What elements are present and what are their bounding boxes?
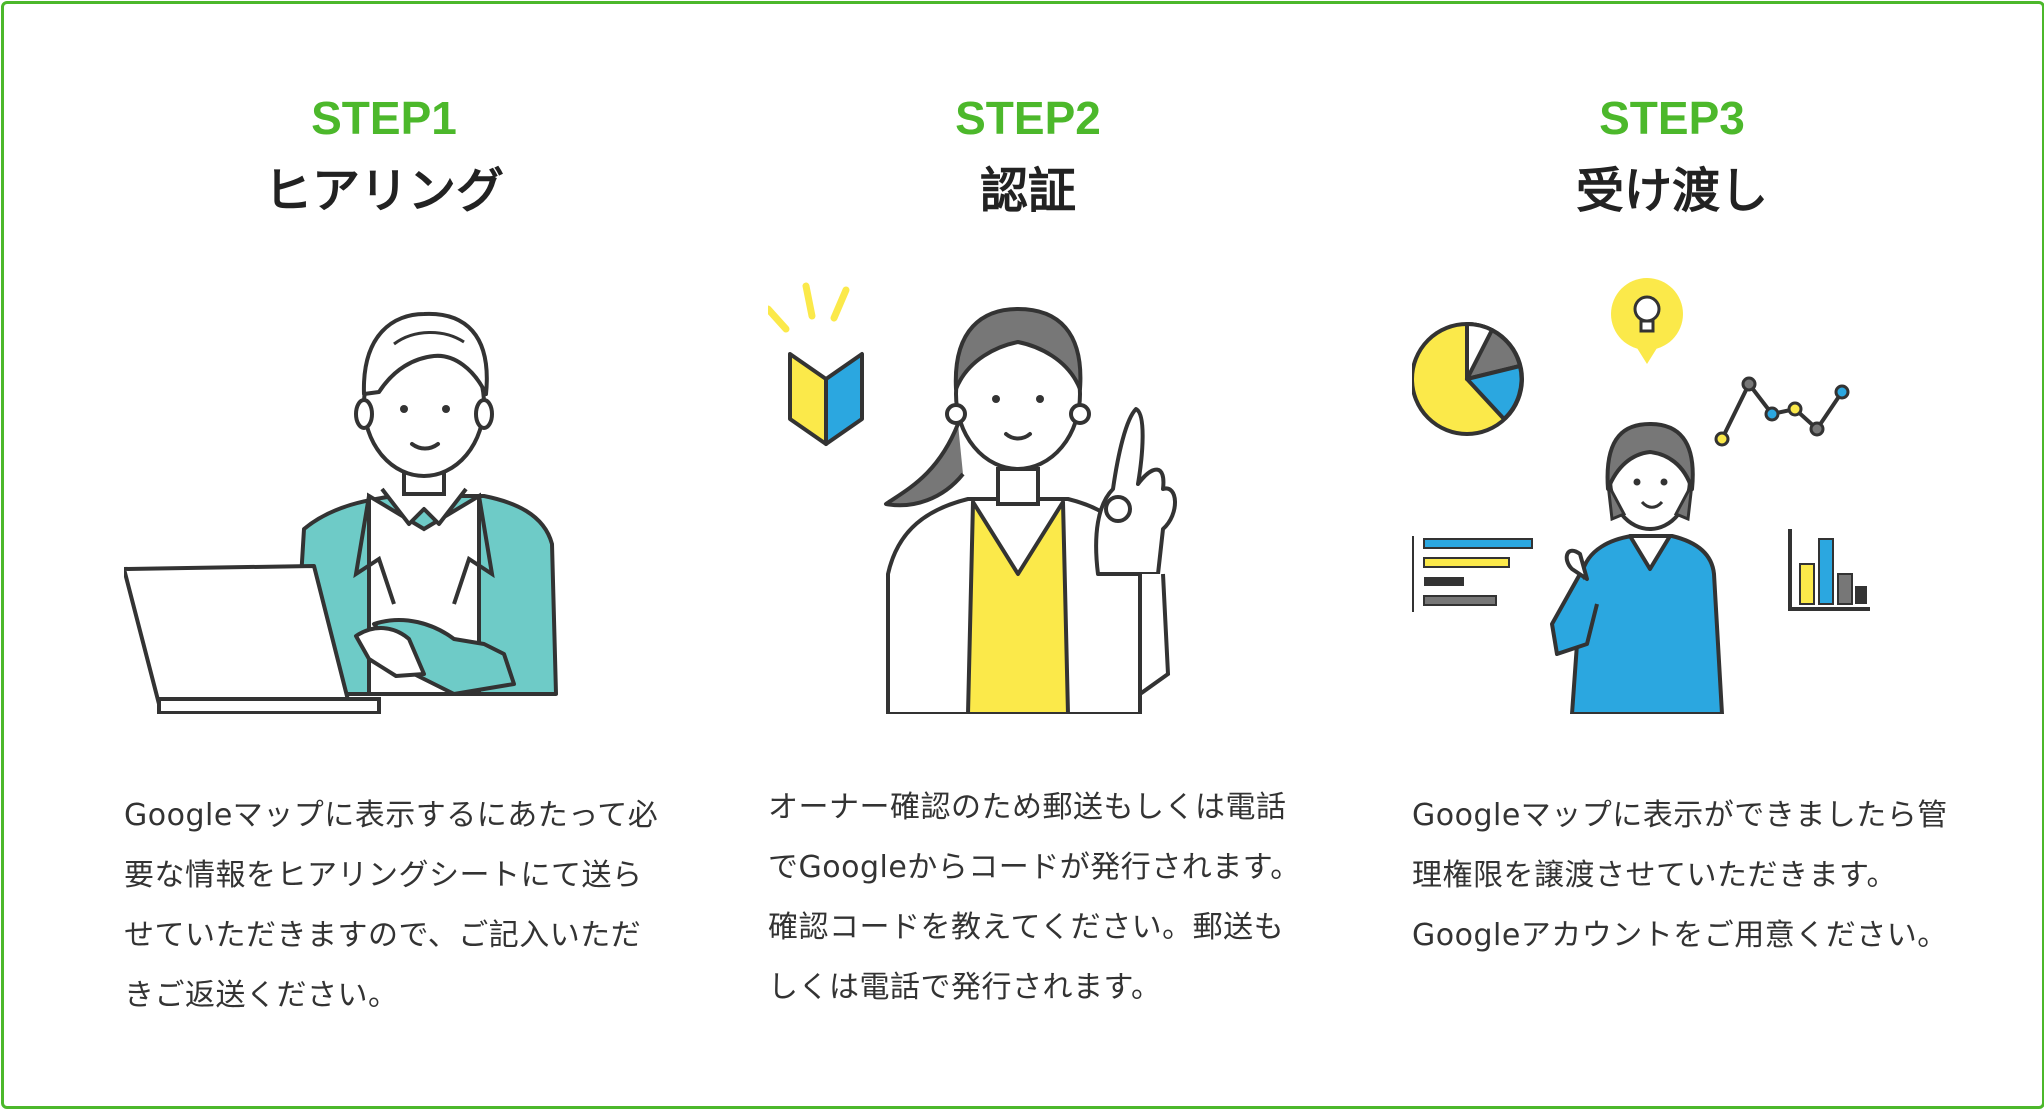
lightbulb-icon xyxy=(1611,278,1683,364)
pie-chart-icon xyxy=(1412,321,1524,436)
step-label: STEP2 xyxy=(955,92,1101,144)
step-title: 受け渡し xyxy=(1575,163,1768,219)
step-description: Googleマップに表示するにあたって必要な情報をヒアリングシートにて送らせてい… xyxy=(124,798,659,1013)
step-title: ヒアリング xyxy=(263,163,504,219)
businesswoman-charts-illustration xyxy=(1412,278,1870,714)
horizontal-bar-chart-icon xyxy=(1412,536,1533,612)
person-ok-sign-illustration xyxy=(768,282,1177,714)
step-label: STEP1 xyxy=(311,92,457,144)
step-description: Googleマップに表示ができましたら管理権限を譲渡させていただきます。Goog… xyxy=(1412,798,1948,953)
step-label: STEP3 xyxy=(1599,92,1745,144)
line-chart-icon xyxy=(1714,376,1850,447)
vertical-bar-chart-icon xyxy=(1788,529,1870,611)
step-column-2: STEP2 認証 xyxy=(708,4,1348,1104)
person-laptop-illustration xyxy=(124,311,558,714)
step-description: オーナー確認のため郵送もしくは電話でGoogleからコードが発行されます。確認コ… xyxy=(768,790,1301,1005)
step-column-3: STEP3 受け渡し xyxy=(1352,4,1992,1104)
step-title: 認証 xyxy=(979,163,1076,219)
step-column-1: STEP1 ヒアリング xyxy=(64,4,704,1104)
